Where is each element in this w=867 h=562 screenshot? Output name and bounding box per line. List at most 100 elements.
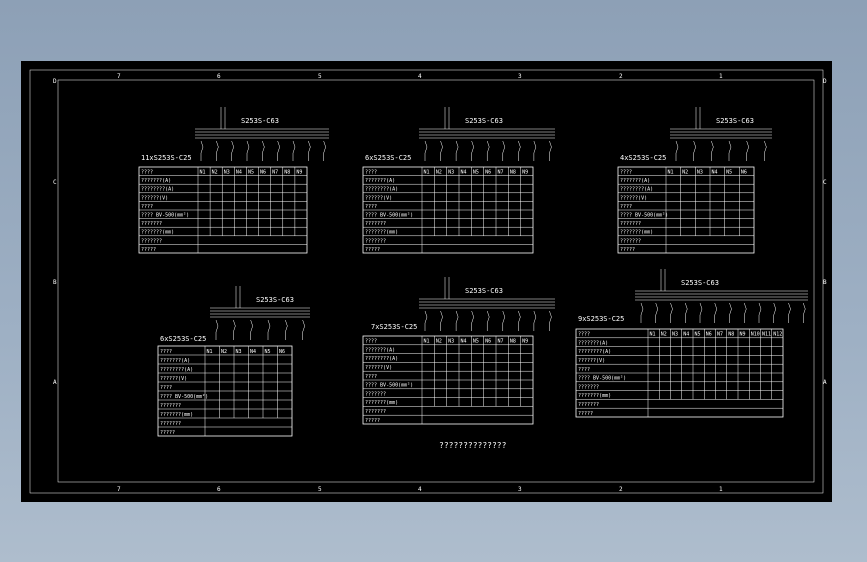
main-breaker-label: S253S-C63 — [465, 287, 503, 295]
circuit-id: N8 — [510, 169, 516, 175]
circuit-id: N8 — [284, 169, 290, 175]
table-row-label: ????? — [365, 247, 380, 253]
table-row-label: ??????? — [365, 409, 386, 415]
branch-breaker-icon — [549, 310, 552, 331]
circuit-id: N3 — [224, 169, 230, 175]
panel-title: 9xS253S-C25 — [578, 315, 624, 323]
table-row-label: ????? — [620, 247, 635, 253]
branch-breaker-icon — [233, 319, 236, 340]
drawing-sheet: 7 6 5 4 3 2 1 7 6 5 4 3 2 1 D C B A D C … — [21, 61, 832, 502]
circuit-id: N7 — [498, 169, 504, 175]
circuit-id: N9 — [522, 169, 528, 175]
branch-breaker-icon — [714, 302, 718, 323]
table-row-label: ??????? — [365, 238, 386, 244]
circuit-id: N10 — [751, 332, 760, 338]
branch-breaker-icon — [711, 140, 714, 161]
branch-breaker-icon — [323, 140, 326, 161]
circuit-id: N9 — [296, 169, 302, 175]
circuit-id: N2 — [436, 339, 442, 345]
table-row-label: ???? BV-500(mm²) — [141, 212, 189, 218]
circuit-id: N4 — [461, 339, 467, 345]
branch-breaker-icon — [549, 140, 552, 161]
circuit-id: N4 — [250, 349, 256, 355]
branch-breaker-icon — [302, 319, 305, 340]
table-row-label: ??????? — [160, 403, 181, 409]
circuit-id: N5 — [248, 169, 254, 175]
table-row-label: ??????(V) — [365, 195, 392, 201]
table-row-label: ????? — [365, 418, 380, 424]
branch-breaker-icon — [764, 140, 767, 161]
table-row-label: ???? BV-500(mm²) — [365, 212, 413, 218]
table-row-label: ???? — [365, 374, 377, 380]
circuit-id: N4 — [683, 332, 689, 338]
grid-num: 3 — [518, 486, 522, 493]
circuit-id: N2 — [436, 169, 442, 175]
table-row-label: ???????(A) — [160, 358, 190, 364]
circuit-id: N12 — [773, 332, 782, 338]
table-row-label: ???? — [160, 385, 172, 391]
branch-breaker-icon — [640, 302, 644, 323]
table-row-label: ???????(A) — [141, 178, 171, 184]
table-row-label: ??????(V) — [620, 195, 647, 201]
table-row-label: ??????? — [620, 238, 641, 244]
table-row-label: ????????(A) — [620, 187, 653, 193]
table-row-label: ???? — [620, 204, 632, 210]
main-breaker-label: S253S-C63 — [256, 296, 294, 304]
panel-5: S253S-C637xS253S-C25???????????(A)??????… — [362, 277, 555, 425]
branch-breaker-icon — [693, 140, 696, 161]
circuit-id: N6 — [741, 169, 747, 175]
circuit-id: N1 — [200, 169, 206, 175]
table-row-label: ???? BV-500(mm²) — [365, 383, 413, 389]
branch-breaker-icon — [502, 140, 506, 161]
branch-breaker-icon — [699, 302, 703, 323]
branch-breaker-icon — [424, 140, 428, 161]
grid-letter: A — [53, 379, 57, 386]
circuit-id: N5 — [265, 349, 271, 355]
circuit-id: N11 — [762, 332, 771, 338]
branch-breaker-icon — [744, 302, 747, 323]
circuit-id: N1 — [650, 332, 656, 338]
panel-title: 4xS253S-C25 — [620, 154, 666, 162]
branch-breaker-icon — [675, 140, 679, 161]
outer-border — [29, 69, 824, 494]
table-row-label: ????????(A) — [141, 187, 174, 193]
circuit-id: N5 — [473, 339, 479, 345]
circuit-id: N1 — [207, 349, 213, 355]
branch-breaker-icon — [292, 140, 296, 161]
branch-breaker-icon — [440, 140, 443, 161]
circuit-id: N4 — [461, 169, 467, 175]
grid-letter: A — [823, 379, 827, 386]
table-row-label: ??????? — [365, 221, 386, 227]
circuit-id: N3 — [236, 349, 242, 355]
branch-breaker-icon — [486, 310, 490, 331]
table-row-label: ???????(A) — [365, 178, 395, 184]
circuit-id: N3 — [448, 339, 454, 345]
table-row-label: ??????? — [578, 402, 599, 408]
table-row-label: ????????(A) — [365, 356, 398, 362]
grid-num: 7 — [117, 73, 121, 80]
table-row-label: ???? — [620, 169, 632, 175]
table-row-label: ??????(V) — [141, 195, 168, 201]
table-row-label: ???? — [365, 169, 377, 175]
table-row-label: ??????? — [141, 221, 162, 227]
branch-breaker-icon — [773, 302, 777, 323]
grid-num: 2 — [619, 73, 623, 80]
branch-breaker-icon — [215, 319, 219, 340]
grid-letter: D — [823, 78, 827, 85]
grid-letters: D C B A D C B A — [53, 78, 827, 386]
table-row-label: ??????(V) — [578, 358, 605, 364]
circuit-id: N4 — [236, 169, 242, 175]
panel-title: 11xS253S-C25 — [141, 154, 192, 162]
table-row-label: ???? — [365, 204, 377, 210]
branch-breaker-icon — [670, 302, 673, 323]
branch-breaker-icon — [262, 140, 265, 161]
grid-num: 5 — [318, 486, 322, 493]
branch-breaker-icon — [533, 140, 537, 161]
branch-breaker-icon — [471, 310, 474, 331]
table-row-label: ???????(mm) — [160, 412, 193, 418]
branch-breaker-icon — [285, 319, 288, 340]
branch-breaker-icon — [803, 302, 806, 323]
branch-breaker-icon — [200, 140, 204, 161]
table-row-label: ???????(mm) — [365, 230, 398, 236]
panel-title: 6xS253S-C25 — [160, 335, 206, 343]
